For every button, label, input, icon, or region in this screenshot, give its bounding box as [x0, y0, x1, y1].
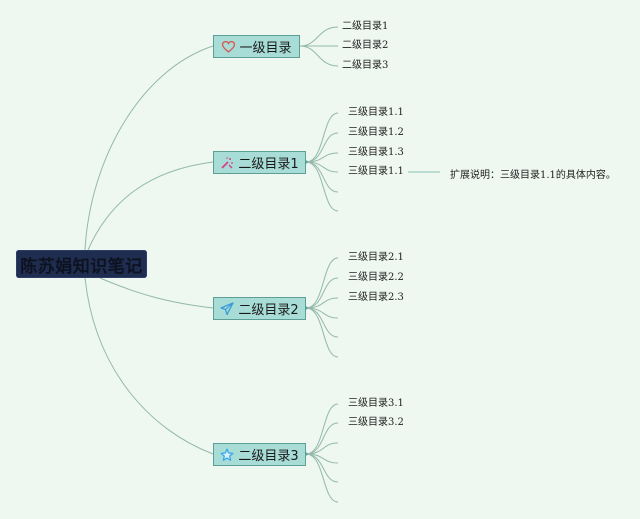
child-node[interactable]: 三级目录3.1 — [348, 398, 404, 409]
child-node[interactable]: 三级目录2.2 — [348, 272, 404, 283]
root-label: 陈苏娟知识笔记 — [20, 256, 143, 277]
root-node[interactable]: 陈苏娟知识笔记 — [16, 250, 147, 278]
child-node[interactable]: 三级目录2.3 — [348, 292, 404, 303]
branch-label: 二级目录1 — [238, 157, 299, 172]
branch-label: 二级目录3 — [238, 449, 299, 464]
heart-icon — [221, 40, 235, 54]
extension-note[interactable]: 扩展说明：三级目录1.1的具体内容。 — [450, 170, 616, 181]
child-node[interactable]: 三级目录3.2 — [348, 417, 404, 428]
branch-node-3[interactable]: 二级目录3 — [213, 443, 306, 466]
branch-label: 二级目录2 — [238, 303, 299, 318]
branch-node-1[interactable]: 二级目录1 — [213, 151, 306, 174]
child-node[interactable]: 三级目录1.1 — [348, 166, 404, 177]
branch-label: 一级目录 — [239, 41, 292, 56]
branch-node-2[interactable]: 二级目录2 — [213, 297, 306, 320]
paper-plane-icon — [220, 301, 235, 316]
child-node[interactable]: 二级目录2 — [342, 40, 389, 51]
child-node[interactable]: 三级目录2.1 — [348, 252, 404, 263]
branch-node-0[interactable]: 一级目录 — [213, 35, 300, 58]
child-node[interactable]: 三级目录1.3 — [348, 147, 404, 158]
child-node[interactable]: 二级目录1 — [342, 21, 389, 32]
child-node[interactable]: 三级目录1.2 — [348, 127, 404, 138]
child-node[interactable]: 二级目录3 — [342, 60, 389, 71]
magic-wand-icon — [220, 156, 234, 170]
child-node[interactable]: 三级目录1.1 — [348, 107, 404, 118]
star-icon — [220, 448, 234, 462]
